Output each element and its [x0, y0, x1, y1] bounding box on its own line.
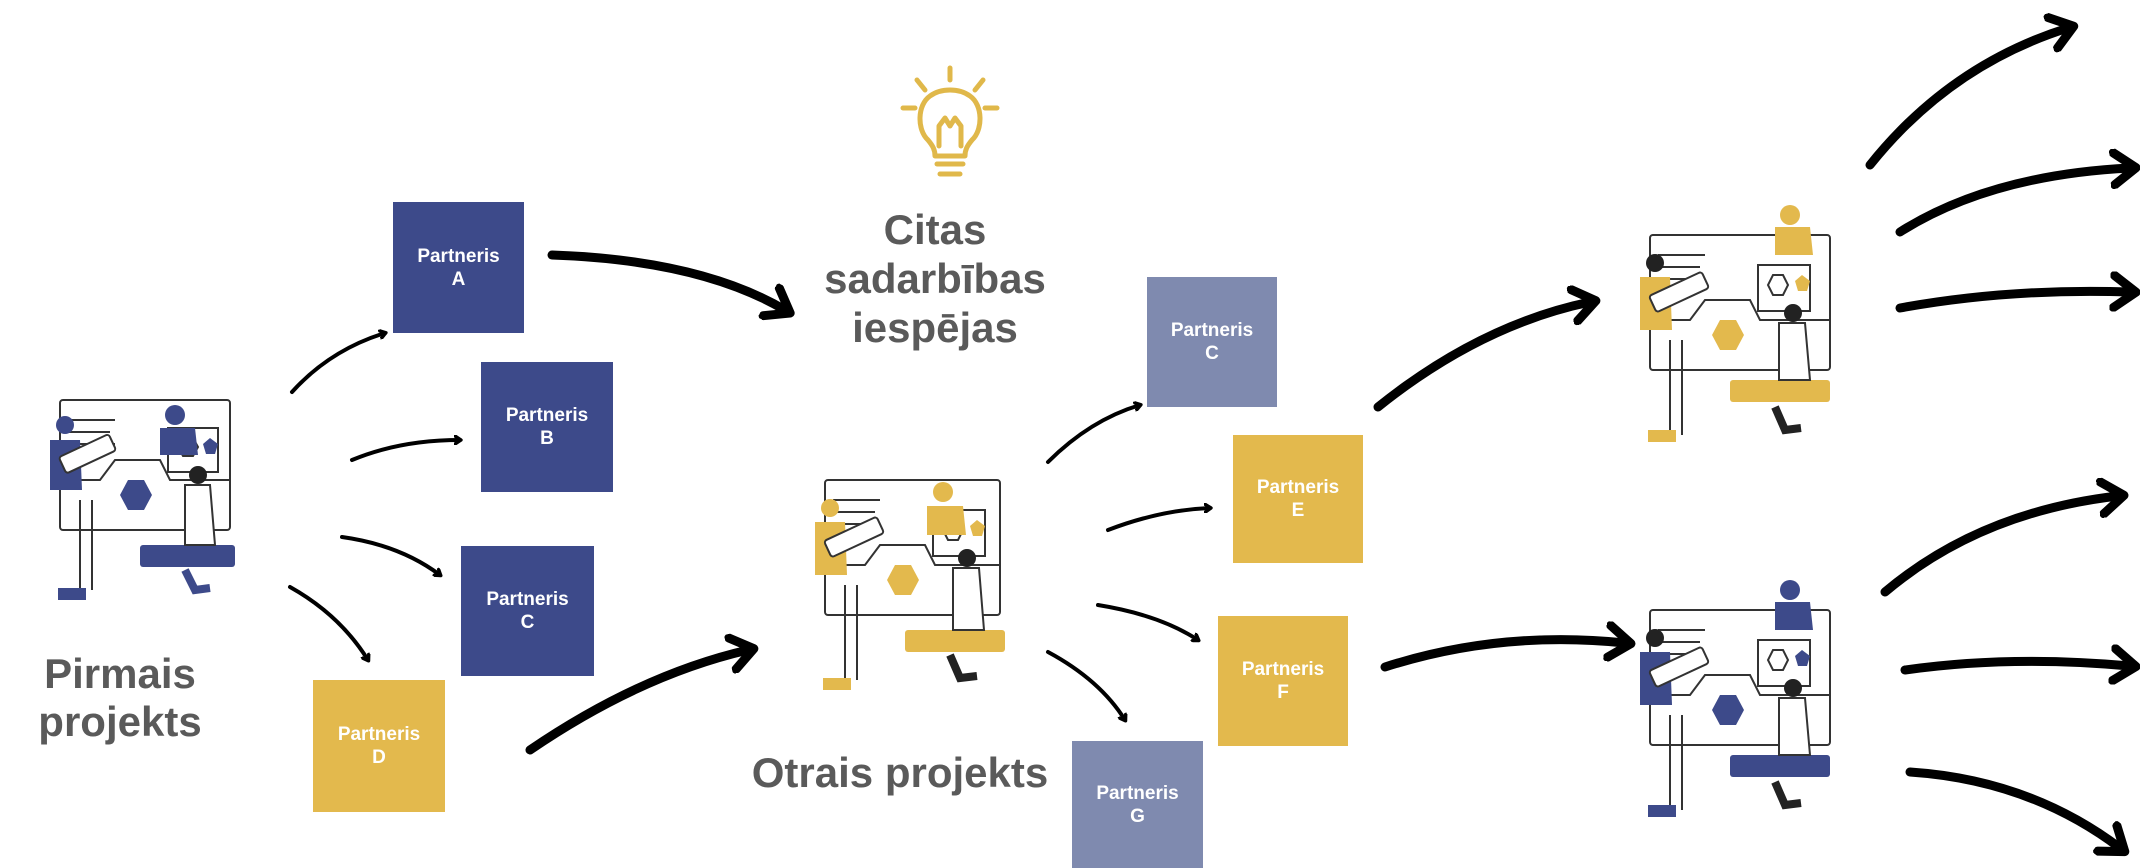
- partner-box-a: Partneris A: [393, 202, 524, 333]
- partner-letter: E: [1291, 500, 1305, 521]
- partner-label: Partneris: [1256, 477, 1340, 498]
- partner-box-b: Partneris B: [481, 362, 613, 492]
- arrow-out-4: [1880, 496, 2118, 597]
- first-project-label: Pirmais projekts: [20, 650, 220, 746]
- team-illustration-second: [815, 479, 1005, 690]
- team-illustration-first: [50, 399, 235, 600]
- other-opportunities-line-2: sadarbības: [824, 255, 1046, 302]
- partner-letter: B: [540, 428, 554, 449]
- arrow-first-to-b: [350, 440, 460, 462]
- second-project-label: Otrais projekts: [751, 749, 1049, 796]
- first-project-line-2: projekts: [38, 698, 202, 745]
- first-project-line-1: Pirmais: [44, 650, 196, 697]
- partner-label: Partneris: [1096, 782, 1179, 804]
- partner-label: Partneris: [486, 589, 569, 610]
- partner-box-f: Partneris F: [1218, 616, 1348, 746]
- partner-box-d: Partneris D: [313, 680, 445, 812]
- arrow-a-to-opportunities: [547, 250, 785, 310]
- arrow-first-to-d: [288, 585, 368, 660]
- other-opportunities-line-3: iespējas: [852, 304, 1018, 351]
- partner-box-c-second: Partneris C: [1147, 277, 1277, 407]
- arrow-out-1: [1865, 28, 2068, 170]
- partner-label: Partneris: [505, 405, 589, 426]
- partner-label: Partneris: [337, 724, 421, 745]
- arrow-first-to-a: [290, 333, 385, 394]
- arrow-out-6: [1905, 767, 2120, 848]
- partner-box-e: Partneris E: [1233, 435, 1363, 563]
- arrow-out-2: [1895, 168, 2130, 237]
- arrow-second-to-f: [1096, 603, 1198, 640]
- arrow-second-to-c: [1046, 405, 1140, 464]
- partner-letter: G: [1130, 805, 1145, 827]
- partner-label: Partneris: [1241, 659, 1325, 680]
- arrow-out-5: [1900, 661, 2130, 670]
- arrow-first-to-c: [340, 535, 440, 575]
- partner-letter: A: [451, 268, 466, 290]
- team-illustration-bottom-right: [1640, 580, 1831, 817]
- partner-letter: D: [372, 747, 386, 768]
- partner-box-c-first: Partneris C: [461, 546, 594, 676]
- partner-label: Partneris: [1170, 320, 1254, 341]
- arrow-f-to-team-bottom: [1380, 640, 1625, 672]
- arrow-out-3: [1895, 291, 2130, 313]
- partner-box-g: Partneris G: [1072, 741, 1203, 868]
- partner-letter: C: [1205, 343, 1219, 364]
- lightbulb-icon: [900, 65, 1000, 177]
- other-opportunities-label: Citas sadarbības iespējas: [780, 205, 1090, 352]
- arrow-e-to-team-top: [1373, 302, 1590, 412]
- arrow-second-to-e: [1106, 508, 1210, 532]
- arrow-d-to-second: [525, 650, 748, 755]
- partner-letter: C: [520, 612, 535, 633]
- team-illustration-top-right: [1640, 205, 1831, 442]
- arrow-second-to-g: [1046, 650, 1125, 720]
- partner-label: Partneris: [417, 245, 500, 267]
- partner-letter: F: [1277, 682, 1289, 703]
- other-opportunities-line-1: Citas: [883, 206, 987, 253]
